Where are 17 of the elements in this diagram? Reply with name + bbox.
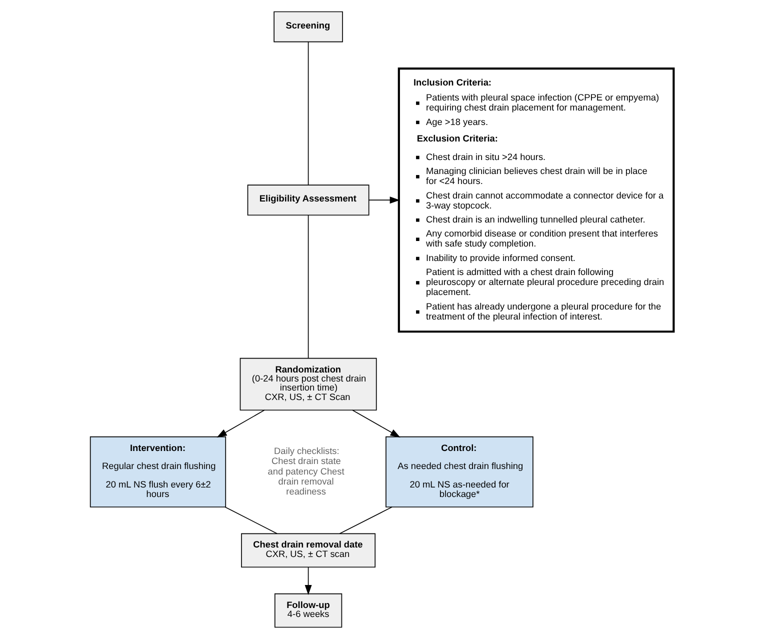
- label: Daily checklists: Chest drain state and patency Chest drain removal readiness: [268, 446, 344, 496]
- arrow: [368, 196, 400, 204]
- connector: [308, 214, 309, 359]
- node-box: Screening: [274, 11, 343, 42]
- arrow: [352, 410, 400, 438]
- node-box: Follow-up 4-6 weeks: [274, 593, 342, 628]
- arrow: [304, 566, 312, 596]
- node-box: Randomization (0-24 hours post chest drain insertion time) CXR, US, ± CT Scan: [240, 358, 377, 411]
- node-box: Intervention: Regular chest drain flushing 20 mL NS flush every 6±2 hours: [90, 436, 226, 508]
- node-box: Chest drain removal date CXR, US, ± CT scan: [241, 533, 376, 568]
- node-box: Inclusion Criteria: Patients with pleural space infection (CPPE or empyema) requiring chest drain placement for management. Age >18 years. Exclusion Criteria: Chest drain in situ >24 hours. Managing clinician believes chest drain will be in place for <24 hours. Chest drain cannot accommodate a connector device for a 3-way stopcock. Chest drain is an indwelling tunnelled pleural catheter. Any comorbid disease or condition present that interferes with safe study completion. Inability to provide informed consent. Patient is admitted with a chest drain following pleuroscopy or alternate pleural procedure preceding drain placement. Patient has already undergone a pleural procedure for the treatment of the pleural infection of interest.: [398, 68, 675, 333]
- node-box: Control: As needed chest drain flushing 20 mL NS as-needed for blockage*: [386, 436, 534, 508]
- node-box: Eligibility Assessment: [247, 184, 370, 216]
- connector: [224, 506, 278, 534]
- connector: [339, 506, 392, 534]
- arrow: [216, 410, 265, 438]
- connector: [308, 42, 309, 186]
